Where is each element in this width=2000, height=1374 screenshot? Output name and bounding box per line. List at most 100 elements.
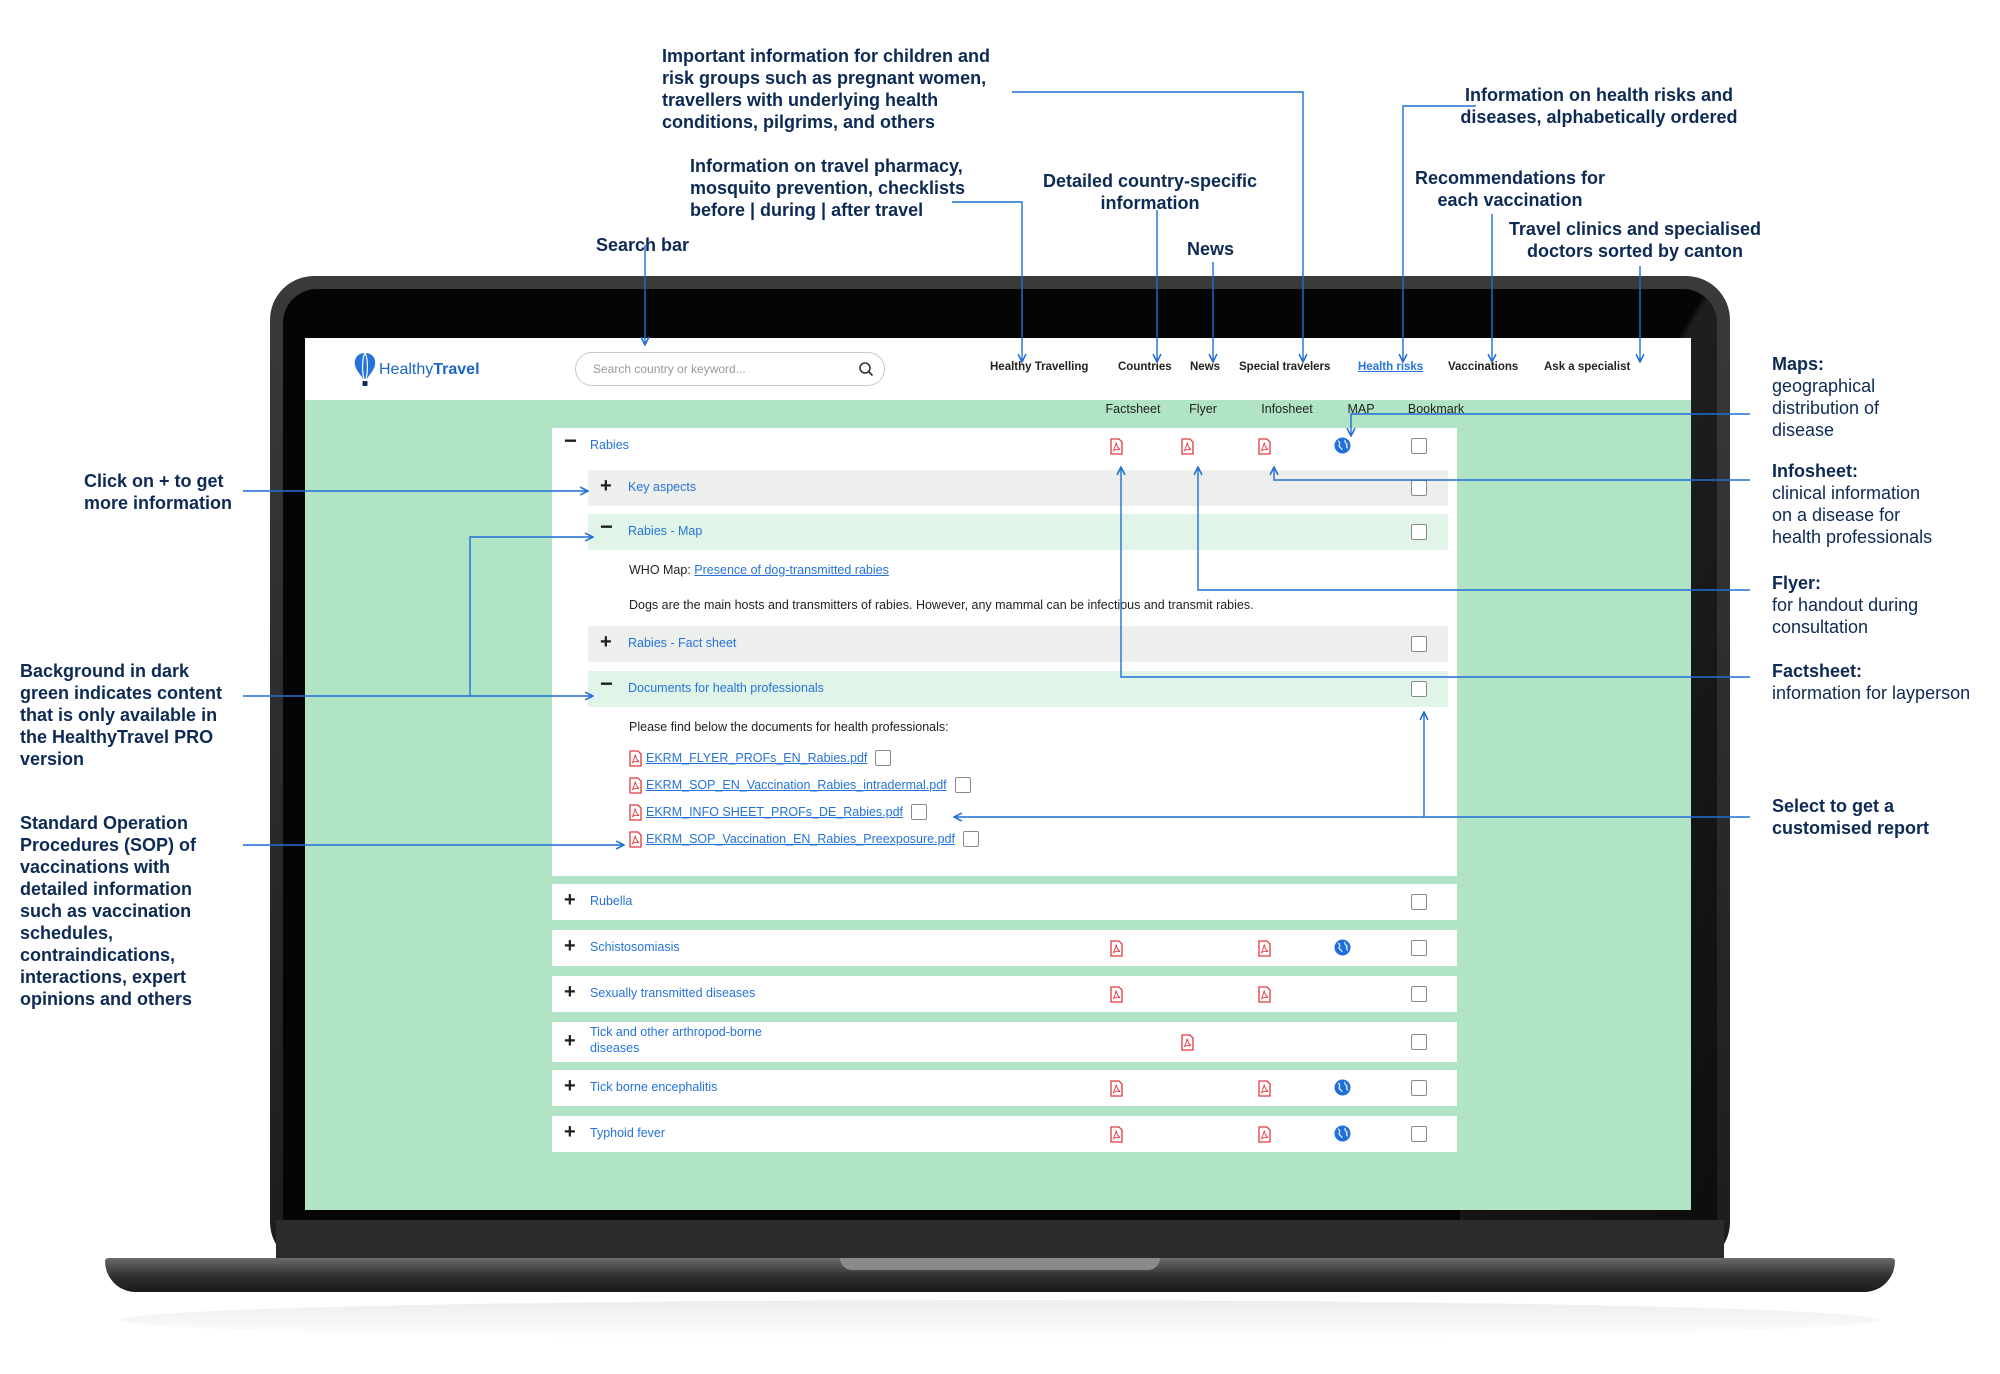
- annotation-line: on a disease for: [1772, 505, 1901, 525]
- bookmark-checkbox[interactable]: [1411, 986, 1427, 1002]
- who-map-link[interactable]: Presence of dog-transmitted rabies: [694, 563, 889, 577]
- pdf-icon: [629, 830, 642, 848]
- flyer-pdf-icon[interactable]: [1181, 1034, 1194, 1051]
- bookmark-checkbox[interactable]: [1411, 894, 1427, 910]
- nav-vaccinations[interactable]: Vaccinations: [1448, 361, 1519, 373]
- collapse-toggle[interactable]: −: [600, 671, 613, 696]
- bookmark-checkbox[interactable]: [1411, 1034, 1427, 1050]
- disease-row-tick-borne-encephalitis[interactable]: + Tick borne encephalitis: [552, 1070, 1457, 1106]
- factsheet-pdf-icon[interactable]: [1110, 1080, 1123, 1097]
- sub-row-label: Rabies - Map: [628, 524, 703, 538]
- annotation-line: customised report: [1772, 818, 1930, 838]
- globe-map-icon[interactable]: [1334, 437, 1351, 454]
- annotation-countries: Detailed country-specific information: [1035, 170, 1265, 214]
- expand-toggle[interactable]: +: [564, 935, 576, 957]
- balloon-icon: [354, 352, 376, 386]
- nav-news[interactable]: News: [1190, 361, 1221, 373]
- annotation-vaccinations: Recommendations for each vaccination: [1400, 167, 1620, 211]
- annotation-line: Information on travel pharmacy,: [690, 156, 963, 176]
- bookmark-checkbox[interactable]: [1411, 1126, 1427, 1142]
- bookmark-checkbox[interactable]: [1411, 940, 1427, 956]
- bookmark-checkbox[interactable]: [1411, 636, 1427, 652]
- document-link[interactable]: EKRM_INFO SHEET_PROFs_DE_Rabies.pdf: [646, 805, 904, 819]
- infosheet-pdf-icon[interactable]: [1258, 940, 1271, 957]
- nav-special-travelers[interactable]: Special travelers: [1239, 361, 1331, 373]
- annotation-line: information for layperson: [1772, 683, 1971, 703]
- report-checkbox[interactable]: [911, 804, 928, 820]
- logo-text: HealthyTravel: [379, 361, 480, 379]
- annotation-line: Travel clinics and specialised: [1508, 219, 1762, 239]
- expand-toggle[interactable]: +: [564, 1030, 576, 1052]
- annotation-line: disease: [1772, 420, 1835, 440]
- annotation-line: Procedures (SOP) of: [20, 835, 197, 855]
- sub-row-label: Rabies - Fact sheet: [628, 636, 737, 650]
- expand-toggle[interactable]: +: [564, 889, 576, 911]
- factsheet-pdf-icon[interactable]: [1110, 1126, 1123, 1143]
- expand-toggle[interactable]: +: [564, 1121, 576, 1143]
- globe-map-icon[interactable]: [1334, 939, 1351, 956]
- sub-row-rabies-fact-sheet[interactable]: + Rabies - Fact sheet: [588, 626, 1448, 662]
- sub-row-key-aspects[interactable]: + Key aspects: [588, 470, 1448, 506]
- document-row: EKRM_SOP_EN_Vaccination_Rabies_intraderm…: [629, 775, 971, 795]
- bookmark-checkbox[interactable]: [1411, 524, 1427, 540]
- nav-health-risks[interactable]: Health risks: [1358, 361, 1424, 373]
- annotation-line: clinical information: [1772, 483, 1921, 503]
- disease-row-rabies[interactable]: − Rabies: [552, 428, 1457, 464]
- factsheet-pdf-icon[interactable]: [1110, 986, 1123, 1003]
- who-map-line: WHO Map: Presence of dog-transmitted rab…: [629, 563, 889, 577]
- annotation-line: Background in dark: [20, 661, 190, 681]
- report-checkbox[interactable]: [875, 750, 892, 766]
- document-link[interactable]: EKRM_SOP_EN_Vaccination_Rabies_intraderm…: [646, 778, 947, 792]
- document-link[interactable]: EKRM_SOP_Vaccination_EN_Rabies_Preexposu…: [646, 832, 955, 846]
- disease-row-rubella[interactable]: + Rubella: [552, 884, 1457, 920]
- infosheet-pdf-icon[interactable]: [1258, 986, 1271, 1003]
- document-link[interactable]: EKRM_FLYER_PROFs_EN_Rabies.pdf: [646, 751, 868, 765]
- sub-row-rabies-map[interactable]: − Rabies - Map: [588, 514, 1448, 550]
- laptop-shadow: [120, 1300, 1880, 1340]
- globe-map-icon[interactable]: [1334, 1125, 1351, 1142]
- annotation-line: consultation: [1772, 617, 1869, 637]
- annotation-healthy-travelling: Information on travel pharmacy, mosquito…: [690, 155, 965, 221]
- globe-map-icon[interactable]: [1334, 1079, 1351, 1096]
- search-icon[interactable]: [858, 361, 874, 377]
- annotation-line: conditions, pilgrims, and others: [662, 112, 936, 132]
- report-checkbox[interactable]: [962, 831, 979, 847]
- annotation-health-risks: Information on health risks and diseases…: [1454, 84, 1744, 128]
- infosheet-pdf-icon[interactable]: [1258, 438, 1271, 455]
- annotation-line: that is only available in: [20, 705, 218, 725]
- infosheet-pdf-icon[interactable]: [1258, 1126, 1271, 1143]
- search-input[interactable]: [591, 361, 858, 377]
- nav-countries[interactable]: Countries: [1118, 361, 1172, 373]
- flyer-pdf-icon[interactable]: [1181, 438, 1194, 455]
- bookmark-checkbox[interactable]: [1411, 681, 1427, 697]
- infosheet-pdf-icon[interactable]: [1258, 1080, 1271, 1097]
- search-bar: [575, 352, 885, 386]
- nav-healthy-travelling[interactable]: Healthy Travelling: [990, 361, 1089, 373]
- annotation-click-plus: Click on + to get more information: [84, 470, 232, 514]
- collapse-toggle[interactable]: −: [600, 514, 613, 539]
- annotation-line: travellers with underlying health: [662, 90, 939, 110]
- expand-toggle[interactable]: +: [600, 475, 612, 497]
- collapse-toggle[interactable]: −: [564, 428, 577, 453]
- disease-row-sexually-transmitted-diseases[interactable]: + Sexually transmitted diseases: [552, 976, 1457, 1012]
- report-checkbox[interactable]: [954, 777, 971, 793]
- sub-row-label: Key aspects: [628, 480, 697, 494]
- annotation-title: Flyer:: [1772, 573, 1822, 593]
- healthytravel-logo[interactable]: HealthyTravel: [353, 352, 480, 388]
- expand-toggle[interactable]: +: [600, 631, 612, 653]
- sub-row-documents-health-professionals[interactable]: − Documents for health professionals: [588, 671, 1448, 707]
- expand-toggle[interactable]: +: [564, 981, 576, 1003]
- expand-toggle[interactable]: +: [564, 1075, 576, 1097]
- disease-row-schistosomiasis[interactable]: + Schistosomiasis: [552, 930, 1457, 966]
- bookmark-checkbox[interactable]: [1411, 480, 1427, 496]
- factsheet-pdf-icon[interactable]: [1110, 940, 1123, 957]
- disease-row-typhoid-fever[interactable]: + Typhoid fever: [552, 1116, 1457, 1152]
- factsheet-pdf-icon[interactable]: [1110, 438, 1123, 455]
- bookmark-checkbox[interactable]: [1411, 438, 1427, 454]
- annotation-line: detailed information: [20, 879, 193, 899]
- nav-ask-a-specialist[interactable]: Ask a specialist: [1544, 361, 1631, 373]
- annotation-line: Information on health risks and: [1464, 85, 1734, 105]
- bookmark-checkbox[interactable]: [1411, 1080, 1427, 1096]
